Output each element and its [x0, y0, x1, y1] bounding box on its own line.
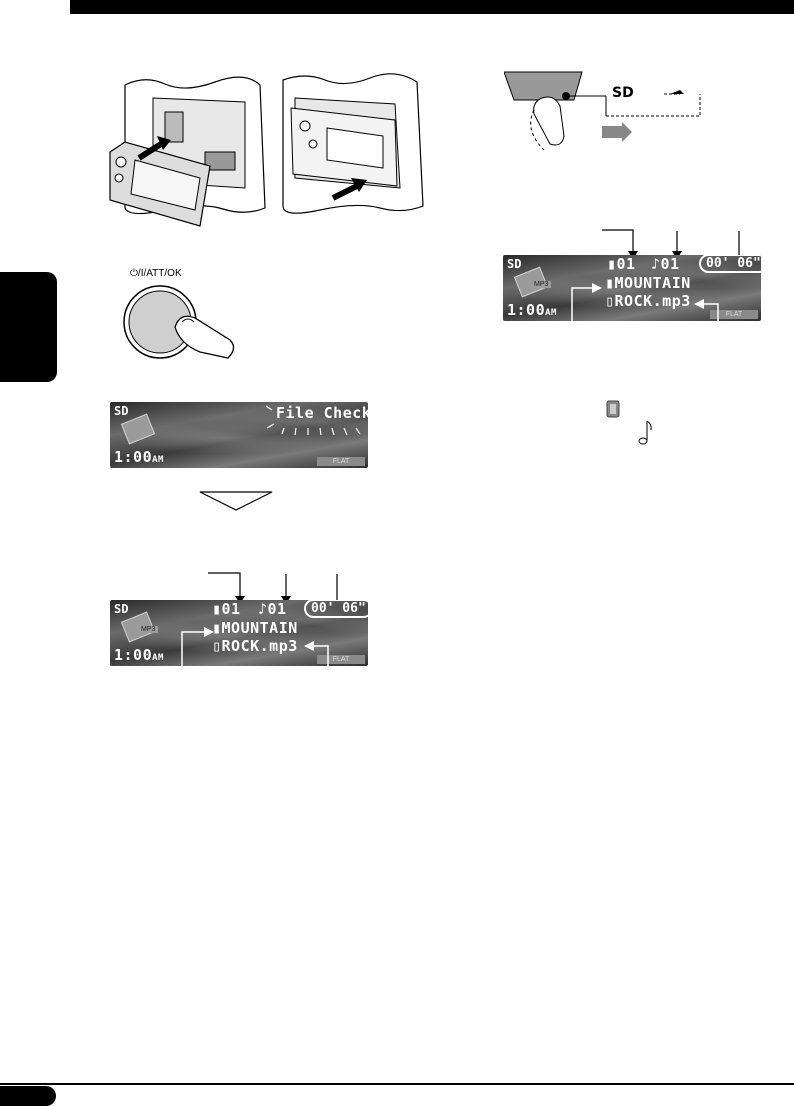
folder-number: ▮01	[212, 600, 241, 618]
music-note-icon	[638, 420, 652, 445]
finger-press-icon	[533, 96, 565, 146]
playing-time: 00' 06"	[304, 600, 368, 618]
eq-mode: FLAT	[317, 457, 365, 466]
display-playback-right: SD MP3 ▮01 ♪01 00' 06" ▮MOUNTAIN ▯ROCK.m…	[503, 255, 761, 321]
flash-rays	[265, 405, 361, 436]
finger-press-icon	[174, 315, 235, 359]
top-bar	[70, 0, 794, 14]
folder-icon	[606, 400, 620, 418]
language-tab	[0, 272, 57, 382]
display-source: SD	[114, 404, 129, 418]
bottom-rule	[0, 1083, 794, 1085]
folder-name: ▮MOUNTAIN	[605, 274, 691, 292]
display-file-check: SD File Check 1:00AM FLAT	[110, 402, 368, 468]
folder-number: ▮01	[607, 255, 636, 273]
display-playback-left: SD MP3 ▮01 ♪01 00' 06" ▮MOUNTAIN ▯ROCK.m…	[110, 600, 368, 666]
source-label: SD	[612, 85, 634, 101]
callout-bottom-left	[181, 627, 329, 678]
display-source: SD	[507, 257, 522, 271]
display-clock: 1:00AM	[114, 646, 164, 664]
callout-bottom-right	[571, 283, 719, 336]
file-name: ▯ROCK.mp3	[605, 292, 691, 310]
track-number: ♪01	[651, 255, 680, 273]
eq-mode: FLAT	[710, 310, 758, 319]
arrow-down-icon	[199, 491, 273, 511]
format-badge: MP3	[138, 626, 159, 633]
track-number: ♪01	[258, 600, 287, 618]
file-check-message: File Check	[276, 404, 368, 422]
source-select-illustration[interactable]	[504, 70, 704, 152]
sd-card-icon	[120, 413, 156, 445]
file-name: ▯ROCK.mp3	[212, 637, 298, 655]
page-number-tab	[0, 1086, 56, 1106]
display-source: SD	[114, 602, 129, 616]
folder-name: ▮MOUNTAIN	[212, 619, 298, 637]
display-clock: 1:00AM	[114, 448, 164, 466]
display-clock: 1:00AM	[507, 301, 557, 319]
eq-mode: FLAT	[317, 655, 365, 664]
knob-label: ⏻/I/ATT/OK	[130, 268, 182, 279]
format-badge: MP3	[531, 281, 552, 288]
playing-time: 00' 06"	[699, 255, 761, 273]
panel-attach-illustration	[109, 73, 424, 227]
knob-icon[interactable]	[120, 282, 250, 364]
